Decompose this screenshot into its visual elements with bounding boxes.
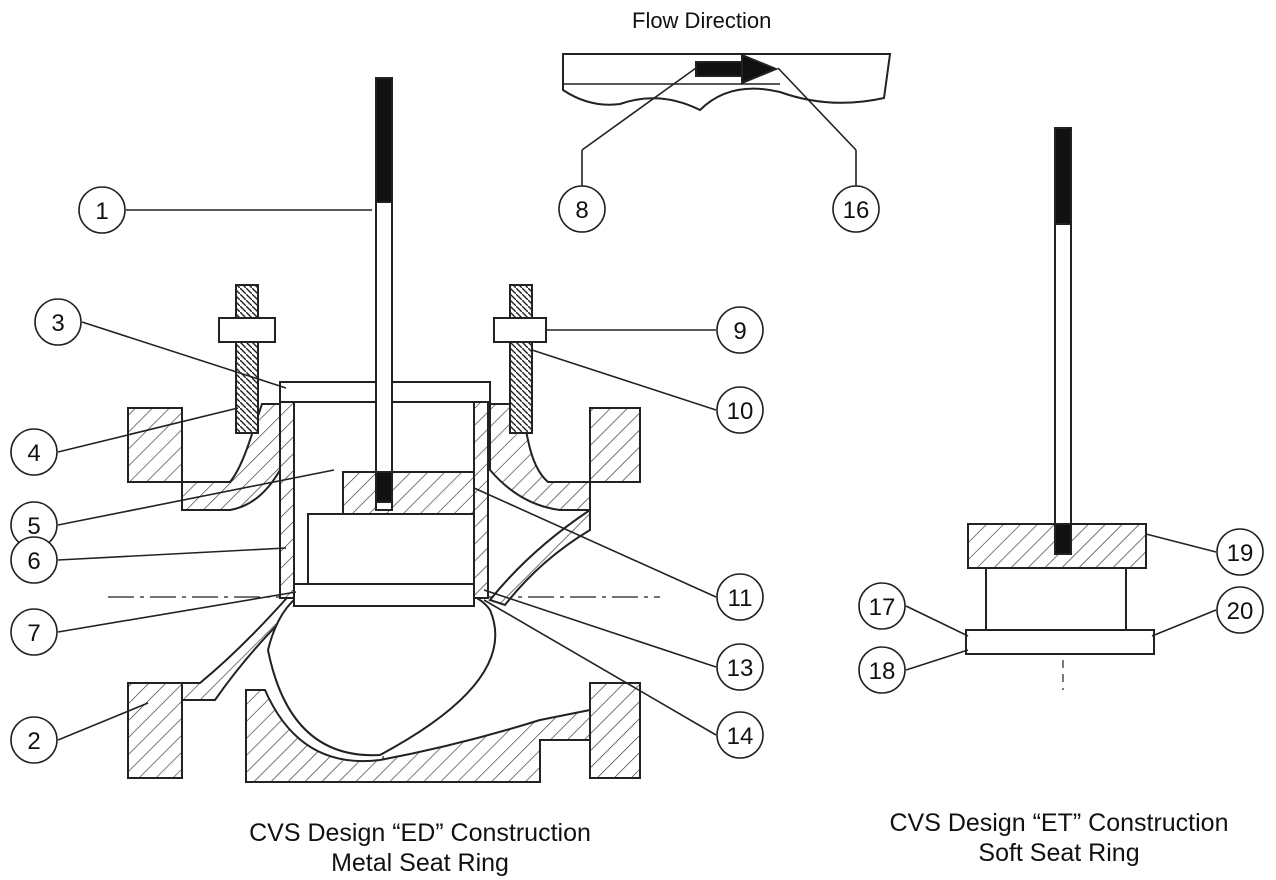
ed-stem (375, 201, 393, 511)
ed-cage-right-wall (473, 401, 489, 599)
leader-5 (57, 469, 335, 526)
callout-circle-10 (716, 386, 764, 434)
callout-label-16: 16 (843, 197, 870, 224)
flow-direction-detail (562, 53, 892, 112)
leader-3 (81, 321, 287, 389)
ed-body-upper-right (489, 403, 591, 511)
callout-label-2: 2 (27, 728, 40, 755)
ed-plug (342, 471, 475, 515)
et-seat-ring (965, 629, 1155, 655)
callout-label-3: 3 (51, 310, 64, 337)
ed-body-upper-left (181, 403, 281, 511)
ed-bolt-right (509, 284, 533, 434)
callout-circle-19 (1216, 528, 1264, 576)
callout-label-20: 20 (1227, 598, 1254, 625)
et-caption: CVS Design “ET” Construction Soft Seat R… (846, 808, 1272, 868)
ed-stem-plug-thread (375, 471, 393, 503)
callout-circle-14 (716, 711, 764, 759)
callout-label-4: 4 (27, 440, 40, 467)
leader-11 (473, 487, 717, 598)
et-caption-line1: CVS Design “ET” Construction (889, 809, 1229, 837)
leader-10 (531, 349, 717, 411)
callout-label-13: 13 (727, 655, 754, 682)
callout-label-6: 6 (27, 548, 40, 575)
leader-8b (581, 67, 697, 151)
callout-circle-18 (858, 646, 906, 694)
leader-7 (57, 591, 297, 633)
ed-nut-left (218, 317, 276, 343)
callout-label-19: 19 (1227, 540, 1254, 567)
ed-caption-line1: CVS Design “ED” Construction (249, 819, 591, 847)
flow-arrow-head (741, 53, 779, 85)
flow-direction-title: Flow Direction (632, 8, 772, 33)
callout-label-9: 9 (733, 318, 746, 345)
et-stem-plug-thread (1054, 523, 1072, 555)
et-stem-thread (1054, 127, 1072, 225)
callout-circle-13 (716, 643, 764, 691)
callout-circle-1 (78, 186, 126, 234)
ed-bolt-left (235, 284, 259, 434)
ed-stem-thread (375, 77, 393, 203)
ed-caption: CVS Design “ED” Construction Metal Seat … (200, 818, 640, 878)
ed-valve-assembly (108, 77, 660, 783)
callout-label-10: 10 (727, 398, 754, 425)
et-valve-assembly (965, 127, 1155, 690)
leader-4 (57, 407, 239, 453)
callout-circle-6 (10, 536, 58, 584)
ed-body-right-diagonal (488, 508, 591, 607)
ed-nut-right (493, 317, 547, 343)
ed-caption-line2: Metal Seat Ring (331, 849, 509, 877)
callout-label-8: 8 (575, 197, 588, 224)
callout-circle-9 (716, 306, 764, 354)
callout-label-7: 7 (27, 620, 40, 647)
ed-cage-left-wall (279, 401, 295, 599)
et-plug-bore (985, 567, 1127, 631)
leader-2 (57, 702, 149, 741)
callout-label-17: 17 (869, 594, 896, 621)
leader-18 (905, 649, 969, 671)
callout-label-18: 18 (869, 658, 896, 685)
callout-circle-17 (858, 582, 906, 630)
leader-20 (1151, 609, 1217, 637)
ed-right-flange (589, 407, 641, 483)
flow-pipe-outline (562, 53, 892, 112)
callout-label-1: 1 (95, 198, 108, 225)
callout-label-14: 14 (727, 723, 754, 750)
callout-circle-7 (10, 608, 58, 656)
callout-circle-11 (716, 573, 764, 621)
ed-body-bottom-cavity (266, 581, 497, 757)
et-caption-line2: Soft Seat Ring (978, 839, 1140, 867)
ed-left-flange (127, 407, 183, 483)
ed-body-bottom (245, 689, 591, 783)
callout-label-5: 5 (27, 513, 40, 540)
et-stem (1054, 223, 1072, 527)
leader-17 (905, 605, 969, 637)
callouts (10, 67, 1264, 764)
callout-circle-20 (1216, 586, 1264, 634)
callout-labels: 1 3 4 5 6 7 2 8 16 9 10 11 13 14 19 17 1… (27, 197, 1253, 755)
leader-14 (483, 599, 717, 736)
callout-circle-8 (558, 185, 606, 233)
leader-19 (1145, 533, 1217, 553)
callout-circle-2 (10, 716, 58, 764)
ed-right-flange-lower (589, 682, 641, 779)
callout-circle-16 (832, 185, 880, 233)
ed-plug-bore (307, 513, 475, 585)
callout-circle-3 (34, 298, 82, 346)
leader-13 (483, 589, 717, 668)
leader-16b (777, 67, 857, 151)
callout-label-11: 11 (728, 585, 753, 612)
ed-left-flange-lower (127, 682, 183, 779)
ed-seat-ring (293, 583, 475, 607)
leader-6 (57, 547, 287, 561)
flow-arrow-shaft (695, 61, 743, 77)
callout-circle-4 (10, 428, 58, 476)
